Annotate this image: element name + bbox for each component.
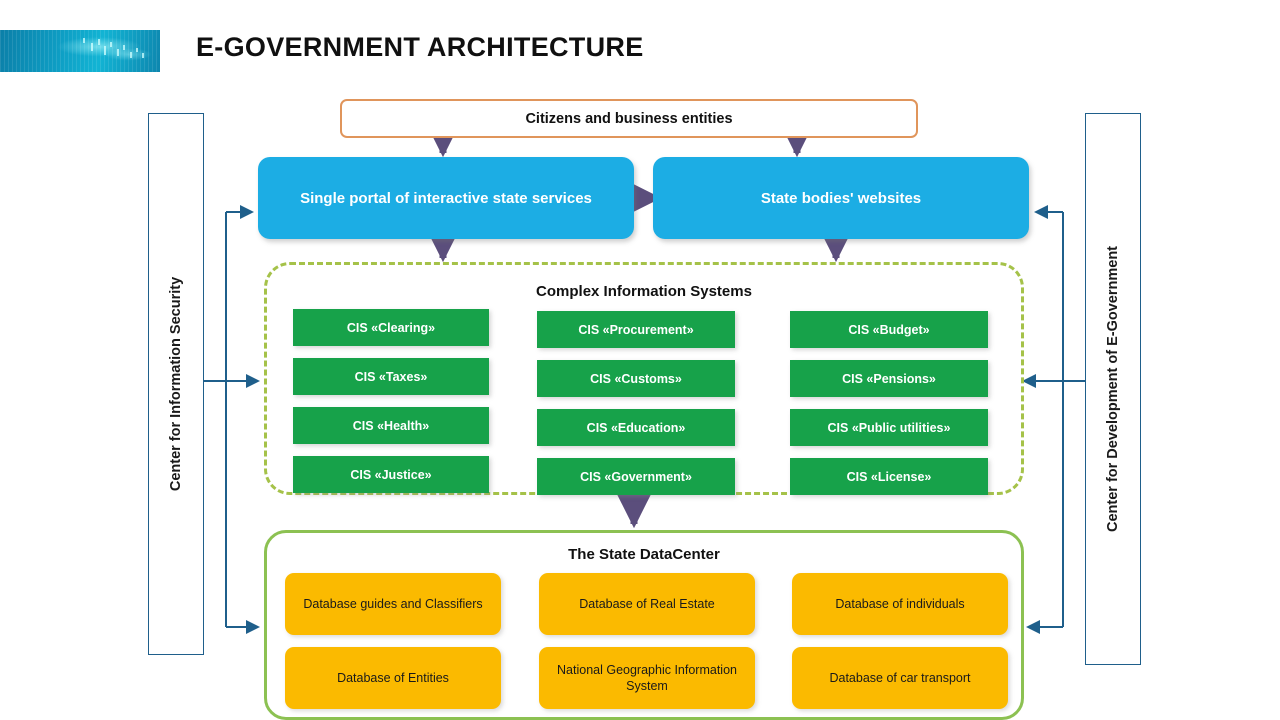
cis-box[interactable]: CIS «Customs» [537,360,735,397]
cis-box[interactable]: CIS «Budget» [790,311,988,348]
database-box[interactable]: Database of Real Estate [539,573,755,635]
cis-box[interactable]: CIS «Pensions» [790,360,988,397]
single-portal-box[interactable]: Single portal of interactive state servi… [258,157,634,239]
cis-box[interactable]: CIS «Procurement» [537,311,735,348]
state-bodies-websites-box[interactable]: State bodies' websites [653,157,1029,239]
database-box[interactable]: National Geographic Information System [539,647,755,709]
panel-left-label: Center for Information Security [168,276,184,492]
citizens-and-business-entities-box[interactable]: Citizens and business entities [340,99,918,138]
cis-box[interactable]: CIS «Clearing» [293,309,489,346]
cis-box[interactable]: CIS «Taxes» [293,358,489,395]
database-box[interactable]: Database of car transport [792,647,1008,709]
digital-wave-logo [0,30,160,72]
cis-box[interactable]: CIS «Justice» [293,456,489,493]
page-title: E-GOVERNMENT ARCHITECTURE [196,32,644,62]
database-box[interactable]: Database guides and Classifiers [285,573,501,635]
cis-box[interactable]: CIS «License» [790,458,988,495]
state-datacenter-container: The State DataCenter Database guides and… [264,530,1024,720]
database-box[interactable]: Database of Entities [285,647,501,709]
cis-box[interactable]: CIS «Government» [537,458,735,495]
panel-right-label: Center for Development of E-Government [1105,245,1121,533]
panel-center-for-development-of-e-government[interactable]: Center for Development of E-Government [1085,113,1141,665]
database-box[interactable]: Database of individuals [792,573,1008,635]
complex-information-systems-container: Complex Information Systems CIS «Clearin… [264,262,1024,495]
cis-title: Complex Information Systems [536,283,752,300]
panel-center-for-information-security[interactable]: Center for Information Security [148,113,204,655]
cis-box[interactable]: CIS «Education» [537,409,735,446]
datacenter-title: The State DataCenter [568,546,720,563]
cis-box[interactable]: CIS «Public utilities» [790,409,988,446]
cis-box[interactable]: CIS «Health» [293,407,489,444]
